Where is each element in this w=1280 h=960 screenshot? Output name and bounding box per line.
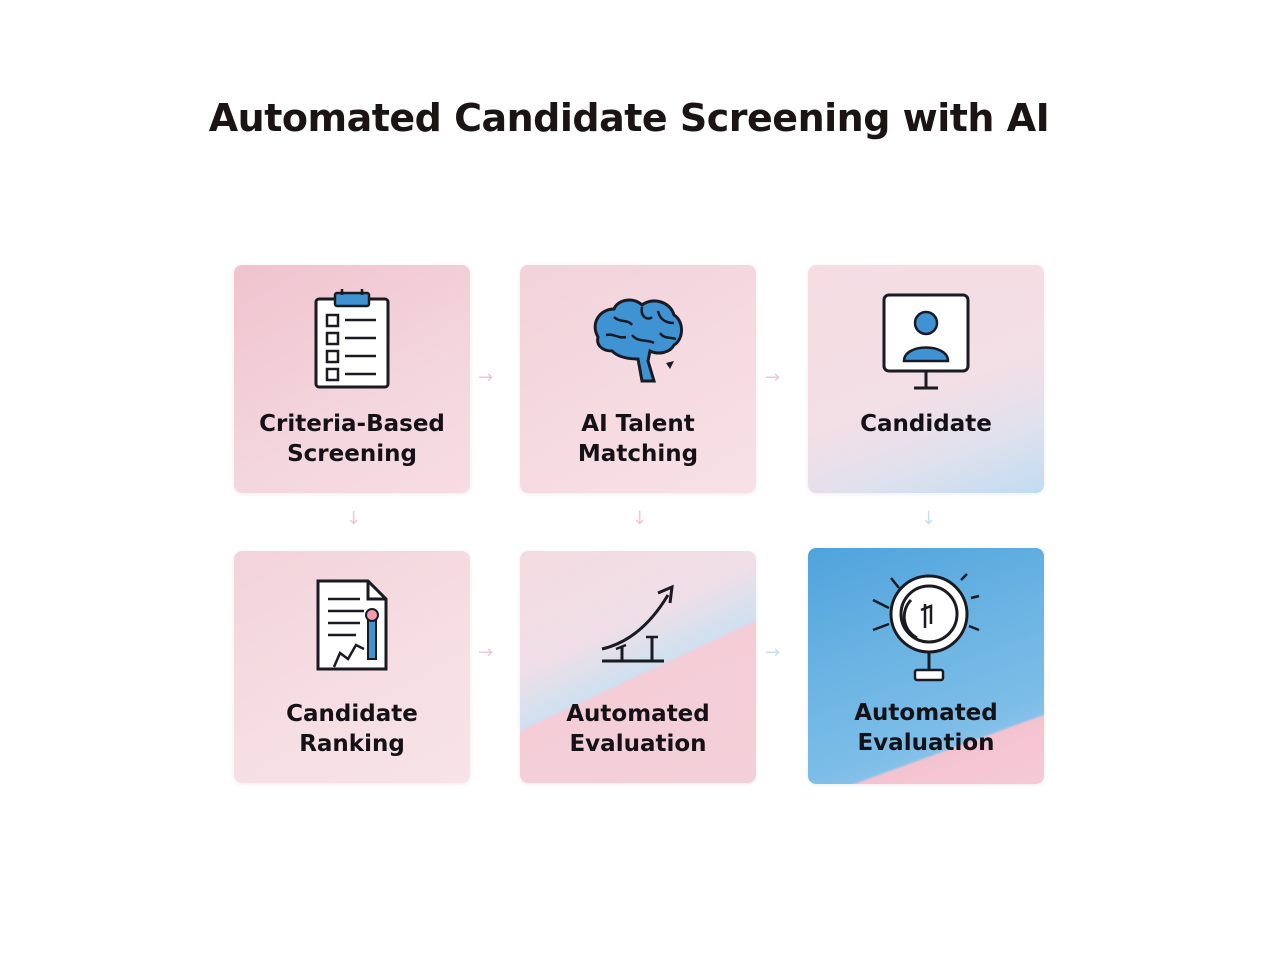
arrow-right-icon: → <box>765 642 781 663</box>
arrow-down-icon: ↓ <box>632 508 648 529</box>
step-label: Automated Evaluation <box>566 701 710 757</box>
step-card-automated-evaluation-final: Automated Evaluation <box>808 548 1044 784</box>
evaluation-lamp-icon <box>808 570 1044 682</box>
step-label: Criteria-Based Screening <box>259 411 445 467</box>
step-card-ai-talent-matching: AI Talent Matching <box>520 265 756 493</box>
candidate-profile-monitor-icon <box>808 287 1044 391</box>
arrow-right-icon: → <box>478 642 494 663</box>
step-card-criteria-screening: Criteria-Based Screening <box>234 265 470 493</box>
step-label: Candidate <box>860 411 992 437</box>
checklist-clipboard-icon <box>234 287 470 391</box>
step-card-candidate: Candidate <box>808 265 1044 493</box>
arrow-right-icon: → <box>765 367 781 388</box>
ranking-document-chart-icon <box>234 573 470 677</box>
step-label: AI Talent Matching <box>577 411 699 467</box>
growth-trend-arrow-icon <box>520 573 756 677</box>
page-title: Automated Candidate Screening with AI <box>208 96 1050 140</box>
arrow-down-icon: ↓ <box>921 508 937 529</box>
arrow-down-icon: ↓ <box>346 508 362 529</box>
step-card-automated-evaluation: Automated Evaluation <box>520 551 756 783</box>
step-label: Candidate Ranking <box>286 701 418 757</box>
step-card-candidate-ranking: Candidate Ranking <box>234 551 470 783</box>
brain-icon <box>520 287 756 391</box>
step-label: Automated Evaluation <box>854 700 998 756</box>
arrow-right-icon: → <box>478 367 494 388</box>
